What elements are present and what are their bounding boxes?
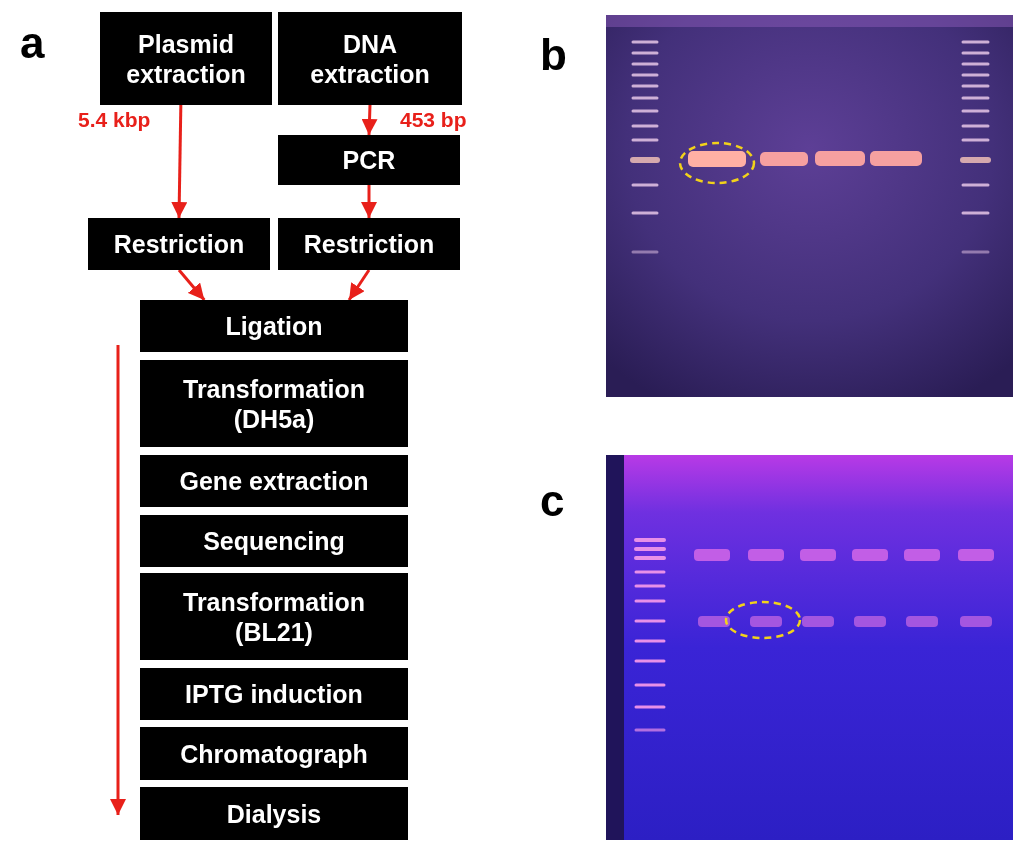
box-label: Restriction [114,229,245,259]
process-box: Restriction [278,218,460,270]
edge-label: 453 bp [398,108,469,132]
flow-arrow [179,270,204,300]
panel-letter: b [540,30,567,80]
process-box: Gene extraction [140,455,408,507]
process-box: Transformation (DH5a) [140,360,408,447]
gel-image-c [606,455,1013,840]
process-box: IPTG induction [140,668,408,720]
box-label: IPTG induction [185,679,363,709]
flow-arrow [368,185,371,218]
box-label: Gene extraction [180,466,369,496]
box-label: Transformation (DH5a) [164,374,384,434]
process-box: DNA extraction [278,12,462,105]
box-label: PCR [343,145,396,175]
box-label: Sequencing [203,526,345,556]
flow-arrow [179,105,181,218]
process-box: Ligation [140,300,408,352]
process-box: Plasmid extraction [100,12,272,105]
box-label: Dialysis [227,799,322,829]
highlight-ellipse [726,602,800,638]
box-label: Chromatograph [180,739,368,769]
highlight-ellipse [680,143,754,183]
box-label: Plasmid extraction [109,29,263,89]
panel-letter: a [20,18,44,68]
process-box: Sequencing [140,515,408,567]
flow-arrow [349,270,369,300]
flow-arrow [369,105,370,135]
process-box: Dialysis [140,787,408,840]
gel-image-b [606,15,1013,397]
edge-label: 5.4 kbp [76,108,152,132]
process-arrow [117,345,120,815]
box-label: DNA extraction [287,29,453,89]
box-label: Ligation [225,311,322,341]
box-label: Restriction [304,229,435,259]
process-box: Restriction [88,218,270,270]
process-box: Transformation (BL21) [140,573,408,660]
process-box: Chromatograph [140,727,408,780]
box-label: Transformation (BL21) [164,587,384,647]
process-box: PCR [278,135,460,185]
panel-letter: c [540,476,564,526]
